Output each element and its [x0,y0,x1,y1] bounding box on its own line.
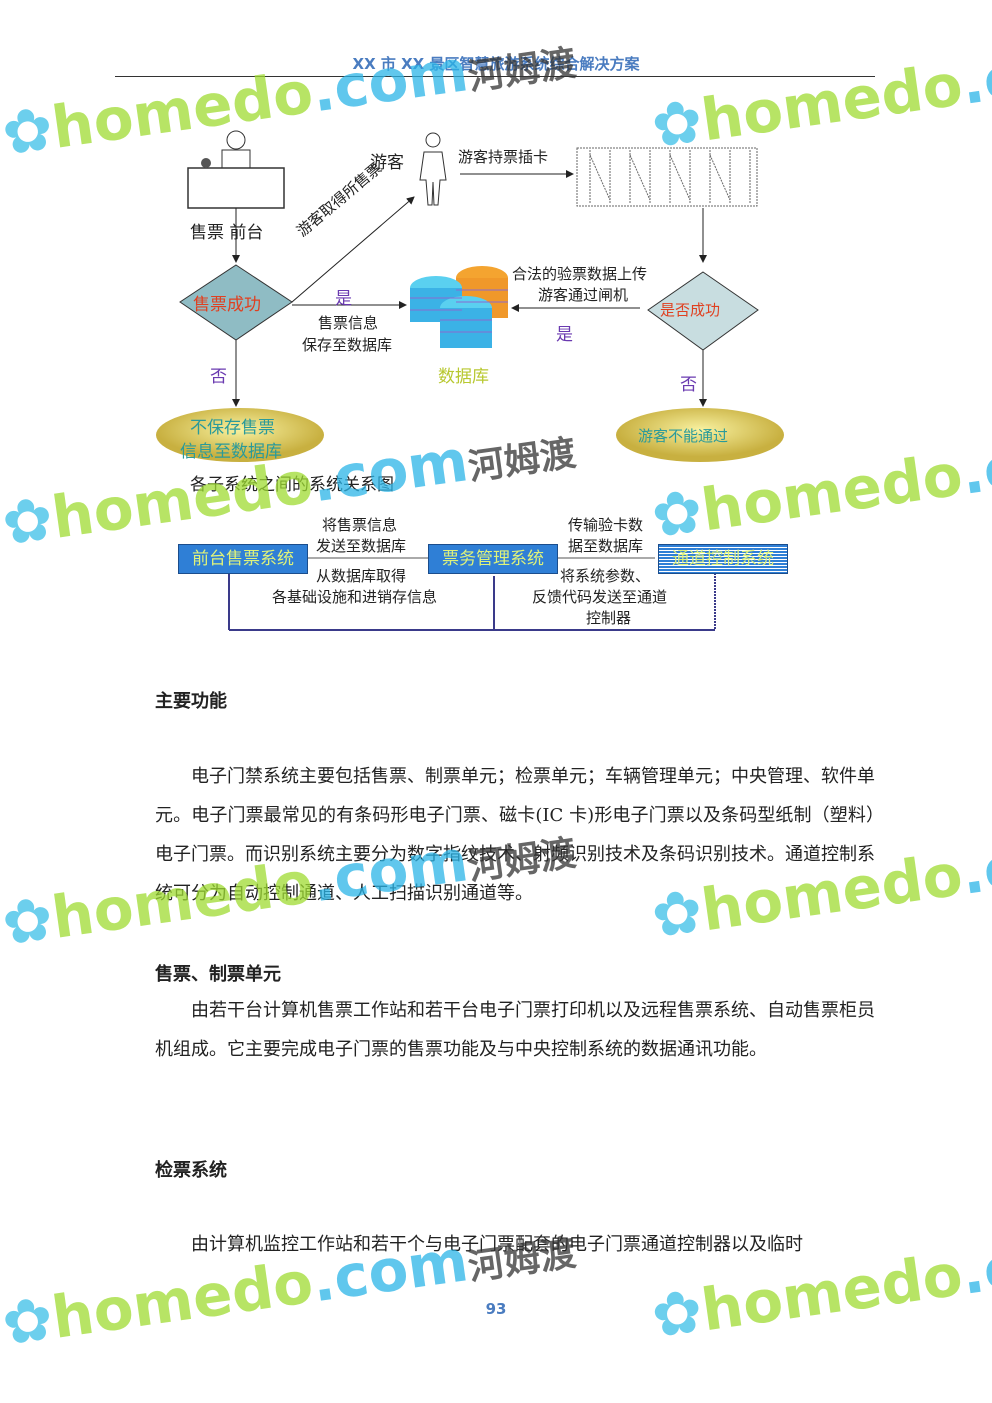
system-flow-diagram: 售票 前台 游客 游客持票插卡 游客取得所售票 售票成功 是 售票信息 保存至数… [0,0,992,500]
visitor-label: 游客 [370,153,404,173]
page-number: 93 [485,1300,507,1318]
save-info-2: 保存至数据库 [302,336,393,354]
fetch-1: 从数据库取得 [316,567,407,585]
section-heading: 售票、制票单元 [155,964,281,985]
front-desk-label: 售票 前台 [190,223,264,243]
flower-logo-icon: ✿ [0,883,58,960]
transfer-2: 据至数据库 [568,537,644,555]
section-heading: 检票系统 [155,1160,227,1181]
ticket-mgmt-box: 票务管理系统 [428,544,558,574]
section-paragraph: 由计算机监控工作站和若干个与电子门票配套的电子门票通道控制器以及临时 [191,1234,803,1255]
cannot-pass-label: 游客不能通过 [638,427,729,445]
subsystem-lines [228,557,716,631]
watermark-com: .com [957,818,992,908]
watermark-com: .com [957,1218,992,1308]
fetch-2: 各基础设施和进销存信息 [272,588,438,606]
database-label: 数据库 [438,367,489,387]
not-save-ellipse [156,408,324,462]
yes-label-2: 是 [556,325,573,345]
no-label-2: 否 [680,375,697,395]
flow-arrows [156,130,784,462]
params-1: 将系统参数、 [560,567,651,585]
params-3: 控制器 [586,609,632,627]
transfer-1: 传输验卡数 [568,516,644,534]
front-system-box: 前台售票系统 [178,544,308,574]
page-header: XX 市 XX 景区智慧旅游系统综合解决方案 [352,55,640,73]
not-save-2: 信息至数据库 [180,442,282,462]
database-icon [410,266,508,348]
send-info-1: 将售票信息 [322,516,398,534]
upload-1: 合法的验票数据上传 [512,265,648,283]
visitor-icon [419,132,447,206]
check-success-label: 是否成功 [660,301,721,319]
diagram-caption: 各子系统之间的系统关系图 [190,475,394,495]
section-heading: 主要功能 [155,691,227,712]
swipe-label: 游客持票插卡 [458,148,549,166]
section-paragraph: 电子门禁系统主要包括售票、制票单元；检票单元；车辆管理单元；中央管理、软件单元。… [155,766,875,904]
upload-2: 游客通过闸机 [538,286,629,304]
not-save-1: 不保存售票 [190,418,275,438]
sale-success-label: 售票成功 [193,295,261,315]
section-paragraph: 由若干台计算机售票工作站和若干台电子门票打印机以及远程售票系统、自动售票柜员机组… [155,1000,875,1060]
turnstile-icon [576,147,758,207]
front-desk-icon [187,130,285,209]
subsystem-diagram: 前台售票系统 票务管理系统 通道控制系统 将售票信息 发送至数据库 从数据库取得… [0,500,992,640]
cannot-pass-ellipse [616,408,784,462]
send-info-2: 发送至数据库 [316,537,407,555]
params-2: 反馈代码发送至通道 [532,588,668,606]
header-rule [115,76,875,77]
channel-ctrl-box: 通道控制系统 [658,544,788,574]
no-label: 否 [210,367,227,387]
yes-label: 是 [335,289,352,309]
flower-logo-icon: ✿ [0,1283,58,1360]
save-info-1: 售票信息 [318,314,379,332]
